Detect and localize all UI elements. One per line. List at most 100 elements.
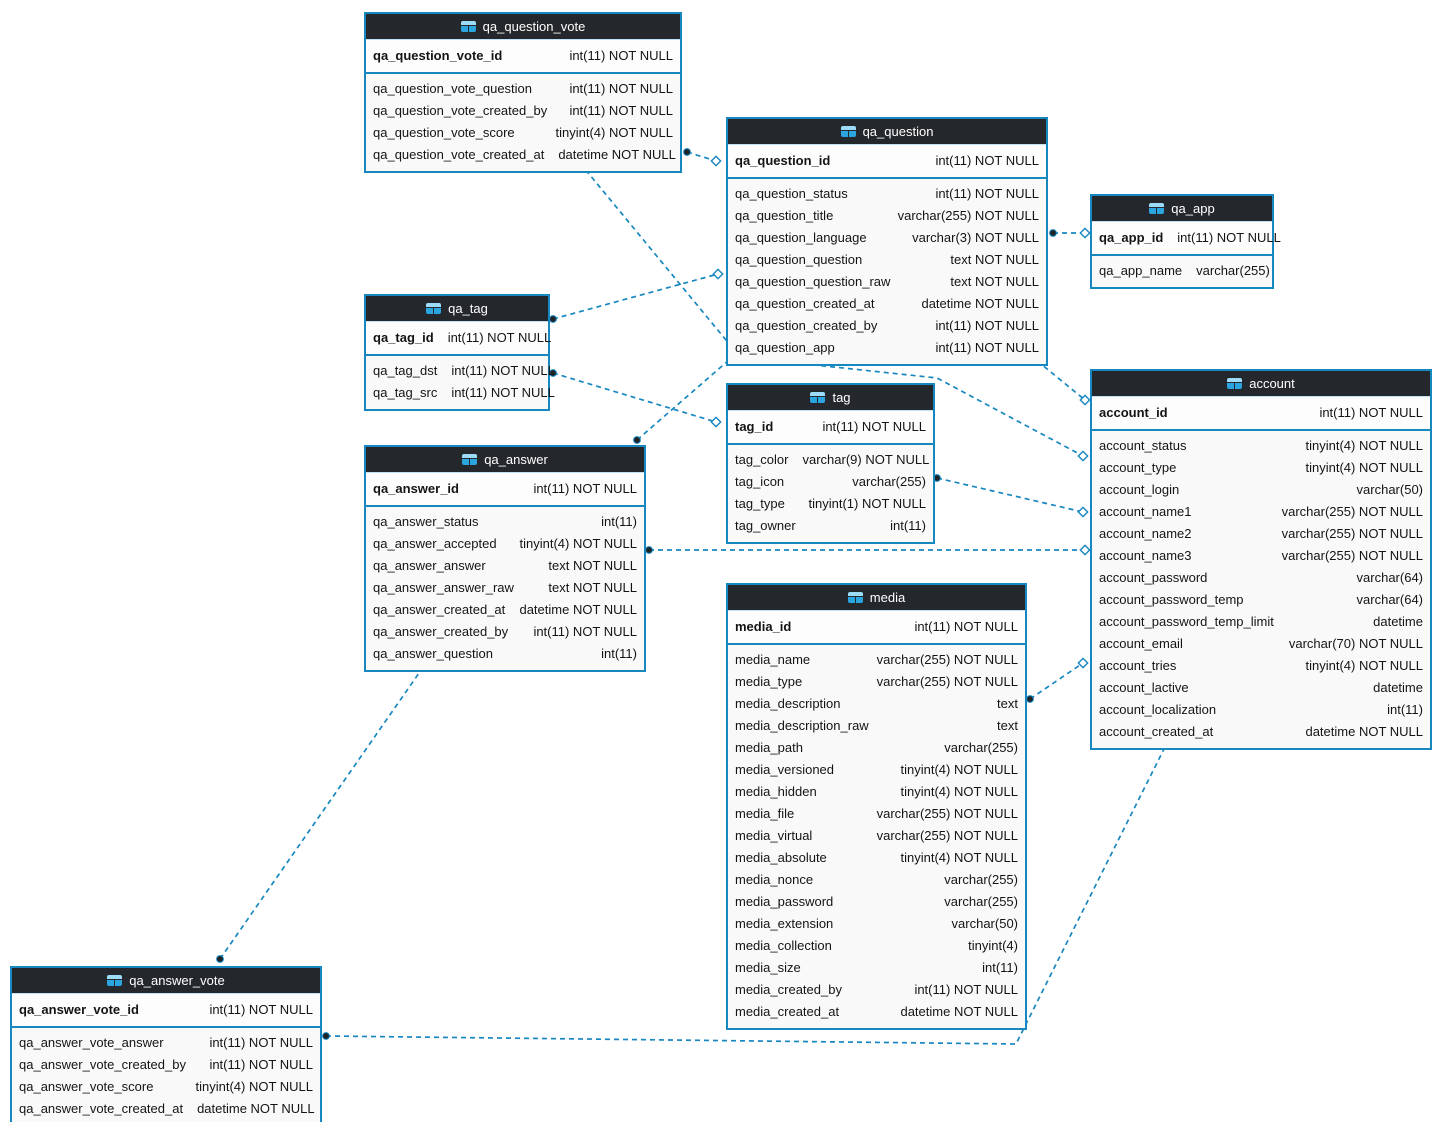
- table-header-qa_tag[interactable]: qa_tag: [366, 296, 548, 322]
- relationship-qa_question-qa_app[interactable]: [1049, 227, 1091, 239]
- table-header-tag[interactable]: tag: [728, 385, 933, 411]
- relationship-qa_answer-account[interactable]: [645, 544, 1091, 556]
- table-header-qa_answer_vote[interactable]: qa_answer_vote: [12, 968, 320, 994]
- column-type: tinyint(4) NOT NULL: [1305, 658, 1423, 673]
- relationship-tag-account[interactable]: [933, 474, 1089, 518]
- column-name: account_status: [1099, 438, 1187, 453]
- table-header-media[interactable]: media: [728, 585, 1025, 611]
- relationship-qa_tag-qa_question[interactable]: [549, 268, 724, 323]
- column-type: datetime NOT NULL: [197, 1101, 315, 1116]
- relationship-media-account[interactable]: [1026, 657, 1089, 703]
- relationship-qa_tag-tag[interactable]: [549, 369, 722, 428]
- column-name: account_password: [1099, 570, 1208, 585]
- relationship-qa_question_vote-qa_question[interactable]: [683, 148, 722, 167]
- table-header-qa_app[interactable]: qa_app: [1092, 196, 1272, 222]
- table-header-qa_answer[interactable]: qa_answer: [366, 447, 644, 473]
- table-header-account[interactable]: account: [1092, 371, 1430, 397]
- table-header-qa_question[interactable]: qa_question: [728, 119, 1046, 145]
- relationship-qa_answer_vote-qa_answer[interactable]: [216, 659, 431, 963]
- table-header-qa_question_vote[interactable]: qa_question_vote: [366, 14, 680, 40]
